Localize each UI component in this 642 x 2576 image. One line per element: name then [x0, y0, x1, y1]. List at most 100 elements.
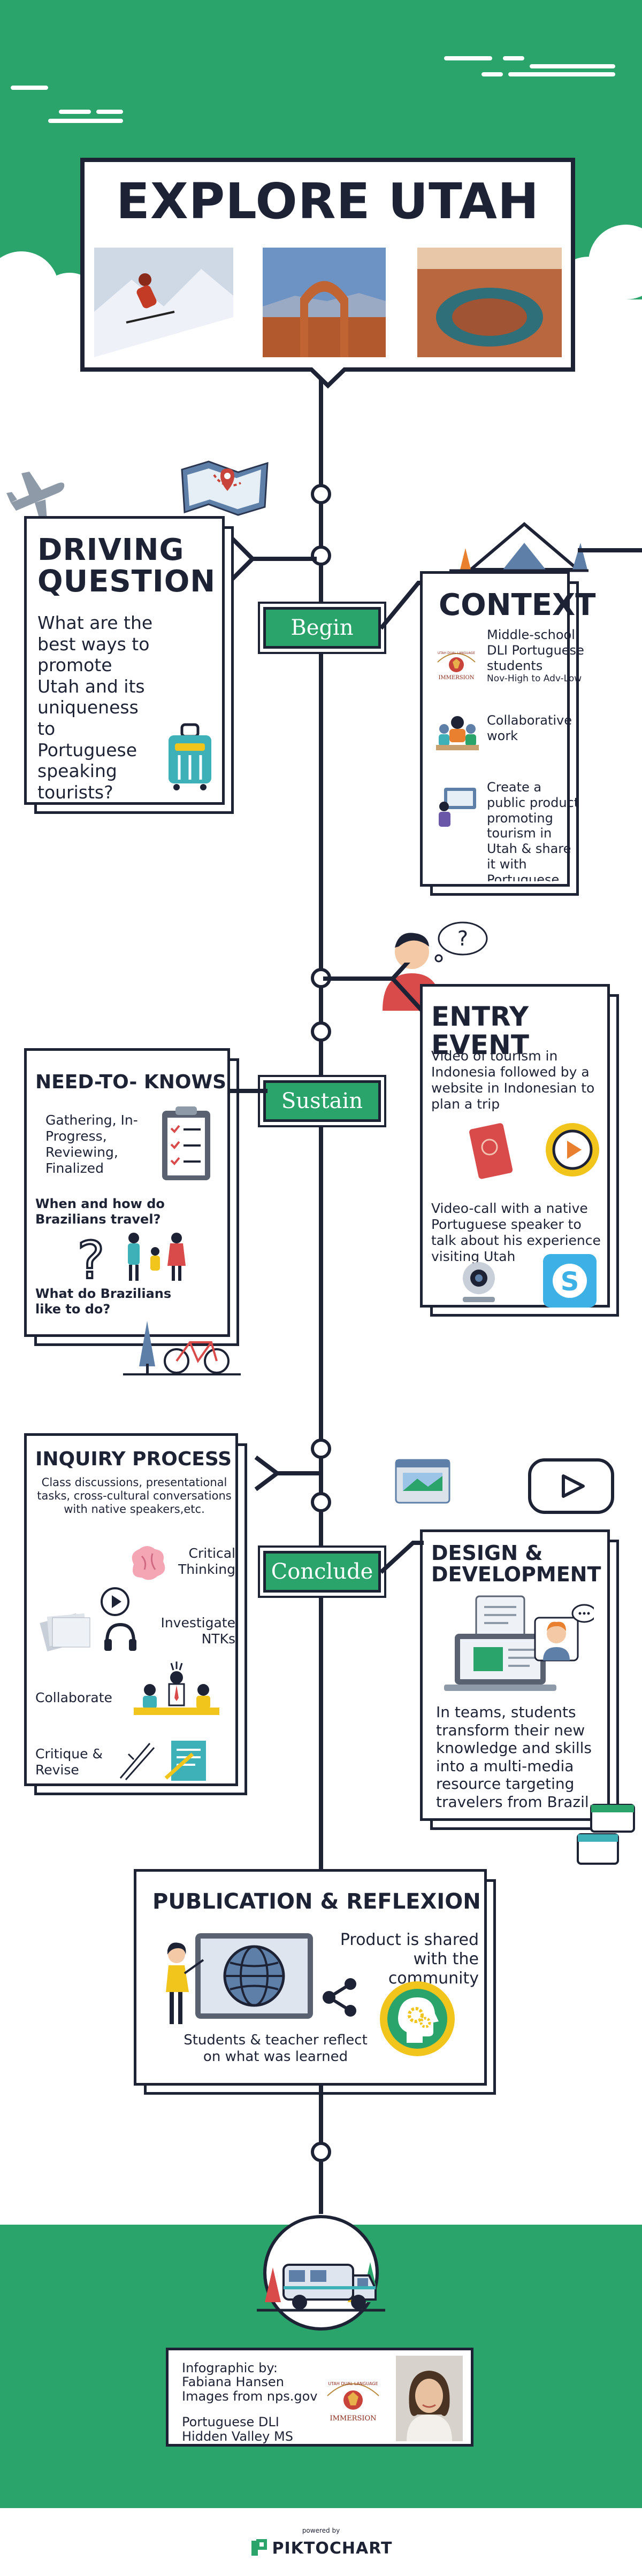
immersion-logo-top-text: UTAH DUAL LANGUAGE [438, 651, 475, 655]
laptop-person-icon [444, 1595, 594, 1691]
context-product-text: Create a public product promoting touris… [487, 780, 579, 881]
suitcase-icon [169, 723, 211, 790]
stripe-decoration [444, 56, 492, 60]
stripe-decoration [508, 72, 615, 76]
pen-document-icon [119, 1741, 206, 1781]
context-collaborative-text: Collaborative work [487, 713, 572, 743]
mind-gears-icon [380, 1981, 455, 2056]
immersion-logo-icon: IMMERSION UTAH DUAL LANGUAGE [437, 651, 476, 681]
immersion-logo-text: IMMERSION [438, 675, 474, 681]
bicycle-tree-icon [123, 1321, 241, 1375]
headphones-icon [104, 1623, 136, 1651]
connector-line [230, 1089, 268, 1093]
stripe-decoration [48, 119, 123, 123]
connector-line [381, 581, 424, 630]
stripe-decoration [11, 86, 48, 90]
phase-begin-label: Begin [263, 607, 381, 649]
credits-text: Infographic by: Fabiana Hansen Images fr… [182, 2361, 342, 2443]
credits-line1: Infographic by: [182, 2360, 278, 2375]
piktochart-brand[interactable]: PIKTOCHART [246, 2537, 396, 2559]
phase-conclude-label: Conclude [263, 1551, 381, 1593]
credits-line4: Portuguese DLI [182, 2414, 279, 2430]
driving-question-text: What are the best ways to promote Utah a… [37, 612, 153, 803]
arch-photo [263, 248, 386, 357]
youtube-play-icon [528, 1458, 614, 1514]
stripe-decoration [482, 72, 503, 76]
immersion-logo-text: IMMERSION [330, 2414, 376, 2423]
context-item-students: Middle-school DLI Portuguese students No… [487, 627, 591, 685]
web-browser-icon [395, 1459, 450, 1504]
piktochart-logo-icon [251, 2539, 267, 2556]
connector-arrow [254, 1455, 319, 1491]
webcam-icon [463, 1262, 495, 1302]
publication-card: PUBLICATION & REFLEXION Product is share… [134, 1869, 496, 2095]
publication-text1: Product is shared with the community [340, 1931, 479, 1988]
entry-event-text1: Video of tourism in Indonesia followed b… [431, 1048, 595, 1112]
design-title: DESIGN & DEVELOPMENT [431, 1541, 601, 1586]
svg-text:?: ? [457, 927, 468, 950]
page-title: EXPLORE UTAH [116, 173, 539, 230]
airplane-icon [6, 472, 65, 521]
design-development-card: DESIGN & DEVELOPMENT In teams, students … [420, 1529, 619, 1830]
timeline-node [311, 1492, 331, 1512]
context-students-text: Middle-school DLI Portuguese students [487, 627, 584, 673]
timeline-node [311, 545, 331, 566]
connector-arrow [323, 963, 422, 1012]
checklist-icon [162, 1106, 210, 1180]
title-card-notch [309, 367, 347, 389]
timeline-node [311, 1021, 331, 1042]
apps-icon [577, 1804, 635, 1865]
design-title-line2: DEVELOPMENT [431, 1562, 601, 1586]
entry-event-title: ENTRY EVENT [431, 1001, 529, 1060]
powered-by-text: powered by [302, 2527, 340, 2534]
timeline-node [311, 1439, 331, 1459]
video-play-small-icon [101, 1587, 129, 1616]
immersion-logo-top-text: UTAH DUAL LANGUAGE [328, 2381, 378, 2386]
timeline-line [319, 369, 323, 2214]
need-to-knows-stages: Gathering, In-Progress, Reviewing, Final… [45, 1112, 138, 1176]
need-to-knows-card: NEED-TO- KNOWS Gathering, In-Progress, R… [24, 1048, 239, 1346]
stripe-decoration [503, 56, 524, 60]
camp-tent-icon [449, 522, 588, 572]
connector-arrow [231, 536, 317, 582]
driving-question-title-line1: DRIVING [37, 533, 185, 567]
context-top-rule [578, 548, 642, 552]
brain-icon [132, 1546, 165, 1580]
inquiry-collaborate: Collaborate [35, 1690, 112, 1705]
title-card: EXPLORE UTAH [80, 158, 575, 389]
publication-text2: Students & teacher reflect on what was l… [184, 2032, 368, 2065]
question-mark-icon: ? [77, 1233, 106, 1286]
driving-question-card: DRIVING QUESTION What are the best ways … [24, 516, 234, 814]
publication-title: PUBLICATION & REFLEXION [152, 1889, 481, 1914]
inquiry-critique: Critique & Revise [35, 1746, 103, 1778]
context-title: CONTEXT [439, 588, 596, 622]
need-to-knows-title: NEED-TO- KNOWS [35, 1071, 227, 1093]
inquiry-process-title: INQUIRY PROCESS [35, 1448, 232, 1470]
need-to-knows-q1: When and how do Brazilians travel? [35, 1196, 165, 1227]
skier-photo [94, 248, 233, 357]
driving-question-title: DRIVING QUESTION [37, 533, 216, 599]
design-title-line1: DESIGN & [431, 1541, 543, 1565]
design-text: In teams, students transform their new k… [436, 1703, 594, 1811]
context-level-text: Nov-High to Adv-Low [487, 673, 582, 685]
globe-presentation-icon [166, 1933, 313, 2024]
credits-line3: Images from nps.gov [182, 2388, 318, 2404]
svg-text:?: ? [78, 1233, 105, 1286]
entry-event-card: ENTRY EVENT Video of tourism in Indonesi… [420, 984, 619, 1317]
play-video-icon [546, 1123, 599, 1176]
horseshoe-bend-photo [417, 248, 562, 357]
share-icon [323, 1978, 356, 2017]
inquiry-process-card: INQUIRY PROCESS Class discussions, prese… [24, 1433, 247, 1795]
stripe-decoration [59, 110, 91, 114]
need-to-knows-q2: What do Brazilians like to do? [35, 1286, 172, 1317]
inquiry-intro-text: Class discussions, presentational tasks,… [37, 1476, 232, 1516]
presentation-icon [439, 788, 476, 827]
entry-event-text2: Video-call with a native Portuguese spea… [431, 1201, 601, 1264]
credits-line5: Hidden Valley MS [182, 2428, 293, 2444]
team-icon [436, 716, 479, 750]
passport-icon [469, 1123, 513, 1179]
phase-sustain-label: Sustain [263, 1080, 381, 1122]
driving-question-title-line2: QUESTION [37, 564, 216, 599]
credits-card: Infographic by: Fabiana Hansen Images fr… [166, 2348, 483, 2456]
inquiry-critical-thinking: Critical Thinking [178, 1545, 235, 1577]
